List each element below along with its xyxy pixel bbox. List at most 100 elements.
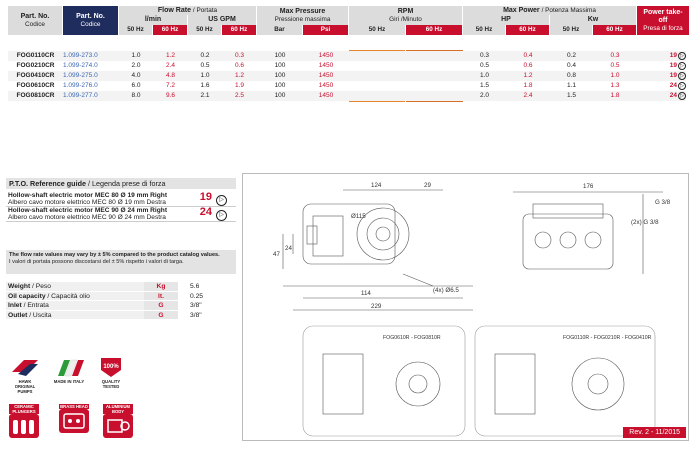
cell-pto: 24 — [669, 92, 677, 100]
cell-hp50: 2.0 — [479, 92, 490, 100]
spec-table: Part. No.Codice Part. No.Codice Flow Rat… — [8, 6, 689, 110]
cell-pto: 24 — [669, 82, 677, 90]
cell-l60: 2.4 — [165, 62, 176, 70]
pto-guide-title: P.T.O. Reference guide / Legenda prese d… — [6, 178, 236, 189]
cell-hp50: 1.0 — [479, 72, 490, 80]
rotation-arrow-icon: ▷ — [678, 71, 686, 80]
cell-kw60: 0.3 — [610, 52, 620, 60]
rotation-arrow-icon: ▷ — [216, 210, 227, 221]
pto-item-19: Hollow-shaft electric motor MEC 80 Ø 19 … — [6, 192, 236, 207]
part-no-2-header: Part. No.Codice — [63, 6, 119, 35]
drawing-svg: 124 29 229 114 47 24 (4x) Ø6.5 Ø115 176 … — [273, 182, 671, 437]
cell-pto: 19 — [669, 62, 677, 70]
cell-code: FOG0410CR — [16, 72, 55, 80]
cell-l50: 4.0 — [131, 72, 141, 80]
dim-g38b: (2x) G 3/8 — [631, 219, 659, 226]
cell-kw60: 1.3 — [610, 82, 620, 90]
cell-l50: 6.0 — [131, 82, 141, 90]
cell-code2: 1.099-277.0 — [63, 92, 98, 100]
cell-hp60: 2.4 — [523, 92, 533, 100]
dim-holes: (4x) Ø6.5 — [433, 287, 459, 294]
technical-drawing: 124 29 229 114 47 24 (4x) Ø6.5 Ø115 176 … — [242, 173, 689, 441]
cell-code: FOG0210CR — [16, 62, 55, 70]
dim-g38: G 3/8 — [655, 199, 671, 206]
cell-code2: 1.099-276.0 — [63, 82, 98, 90]
cell-g60: 0.3 — [234, 52, 245, 60]
detail-view-1 — [302, 325, 466, 437]
cell-psi: 1450 — [318, 52, 334, 60]
cell-pto: 19 — [669, 52, 677, 60]
cell-kw50: 0.4 — [566, 62, 577, 70]
cell-hp60: 1.8 — [523, 82, 533, 90]
cell-l60: 4.8 — [165, 72, 176, 80]
ceramic-plunger-icon — [9, 414, 39, 438]
detail-shaft-2 — [494, 353, 625, 415]
cell-kw50: 0.2 — [566, 52, 577, 60]
rotation-arrow-icon: ▷ — [678, 81, 686, 90]
cell-g50: 0.2 — [200, 52, 210, 60]
cell-code: FOG0810CR — [16, 92, 55, 100]
cell-g60: 1.2 — [234, 72, 245, 80]
rotation-arrow-icon: ▷ — [678, 51, 686, 60]
cell-hp60: 0.6 — [523, 62, 533, 70]
dim-29: 29 — [424, 182, 431, 189]
made-in-italy-badge: MADE IN ITALY — [52, 356, 86, 384]
italy-flag-icon — [58, 359, 84, 377]
part-no-header: Part. No.Codice — [8, 6, 63, 35]
cell-l50: 8.0 — [131, 92, 141, 100]
ceramic-plungers-badge: CERAMIC PLUNGERS — [8, 404, 40, 438]
cell-g60: 1.9 — [234, 82, 245, 90]
cell-g60: 2.5 — [234, 92, 245, 100]
cell-g50: 1.6 — [200, 82, 210, 90]
quality-shield-icon: 100% — [101, 358, 121, 377]
brass-head-badge: BRASS HEAD — [58, 404, 90, 433]
cell-l60: 9.6 — [165, 92, 176, 100]
quality-pct: 100% — [103, 364, 119, 370]
cell-bar: 100 — [274, 82, 286, 90]
brass-head-icon — [59, 409, 89, 433]
rotation-arrow-icon: ▷ — [678, 61, 686, 70]
dim-176: 176 — [583, 183, 594, 190]
cell-kw50: 0.8 — [566, 72, 577, 80]
cell-kw60: 0.5 — [610, 62, 620, 70]
header-row: Part. No.Codice Part. No.Codice Flow Rat… — [8, 6, 689, 35]
cell-l60: 7.2 — [165, 82, 176, 90]
prop-row-oil: Oil capacity / Capacità olio lt.0.25 — [6, 291, 236, 301]
cell-hp50: 0.5 — [479, 62, 490, 70]
cell-g60: 0.6 — [234, 62, 245, 70]
dim-47: 47 — [273, 251, 280, 258]
cell-pto: 19 — [669, 72, 677, 80]
cell-psi: 1450 — [318, 62, 334, 70]
quality-tested-badge: 100% QUALITY TESTED — [94, 356, 128, 389]
cell-bar: 100 — [274, 52, 286, 60]
dim-229: 229 — [371, 303, 382, 310]
cell-g50: 0.5 — [200, 62, 210, 70]
cell-l50: 2.0 — [131, 62, 141, 70]
pto-item-24: Hollow-shaft electric motor MEC 90 Ø 24 … — [6, 207, 236, 222]
pto-guide: P.T.O. Reference guide / Legenda prese d… — [6, 178, 236, 222]
cell-hp60: 0.4 — [523, 52, 533, 60]
revision-label: Rev. 2 - 11/2015 — [623, 427, 686, 438]
max-power-header: Max Power / Potenza Massima HP Kw 50 Hz … — [463, 6, 637, 35]
cell-kw50: 1.1 — [566, 82, 577, 90]
aluminium-body-badge: ALUMINIUM BODY — [102, 404, 134, 438]
cell-bar: 100 — [274, 62, 286, 70]
cell-code: FOG0610CR — [16, 82, 55, 90]
cell-psi: 1450 — [318, 92, 334, 100]
cell-bar: 100 — [274, 92, 286, 100]
aluminium-body-icon — [103, 414, 133, 438]
dim-124: 124 — [371, 182, 382, 189]
cell-hp50: 1.5 — [479, 82, 490, 90]
cell-kw60: 1.8 — [610, 92, 620, 100]
